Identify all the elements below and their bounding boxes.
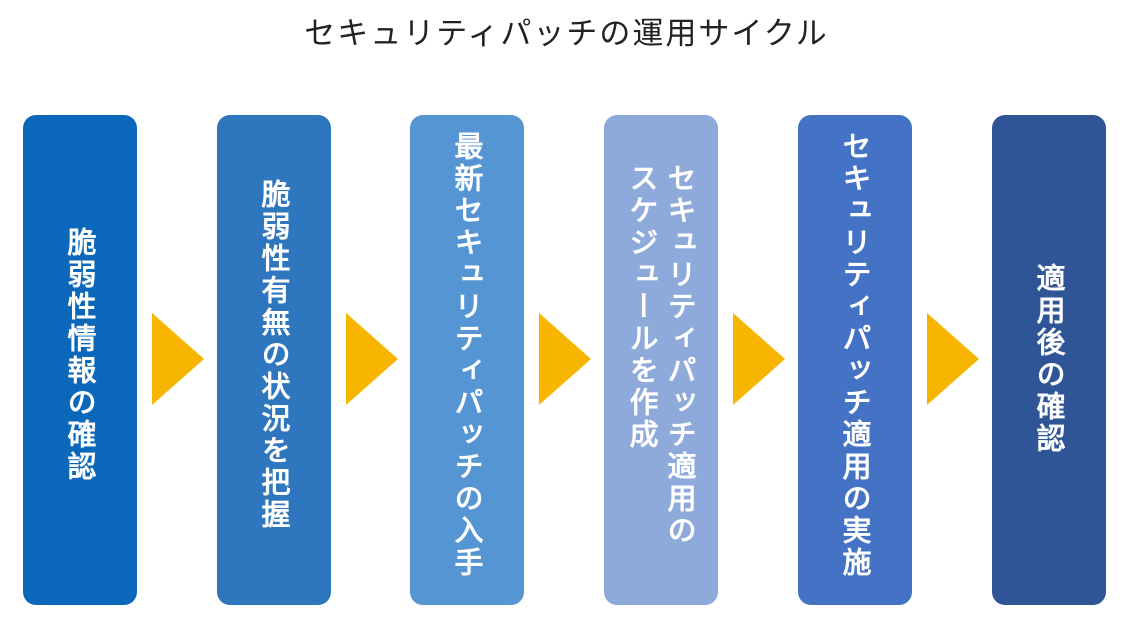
- step-vulnerability-info-check: 脆弱性情報の確認: [23, 115, 137, 605]
- step-create-patch-schedule: セキュリティパッチ適用の スケジュールを作成: [604, 115, 718, 605]
- step-obtain-latest-patch: 最新セキュリティパッチの入手: [410, 115, 524, 605]
- diagram-title: セキュリティパッチの運用サイクル: [304, 16, 829, 52]
- arrow-right-icon: [539, 313, 591, 405]
- arrow-right-icon: [733, 313, 785, 405]
- step-label: セキュリティパッチ適用の実施: [838, 131, 872, 579]
- step-label: 最新セキュリティパッチの入手: [450, 131, 484, 579]
- step-label: 脆弱性情報の確認: [63, 227, 97, 483]
- step-post-apply-check: 適用後の確認: [992, 115, 1106, 605]
- arrow-right-icon: [346, 313, 398, 405]
- arrow-right-icon: [927, 313, 979, 405]
- step-label: セキュリティパッチ適用の スケジュールを作成: [625, 163, 697, 547]
- step-label: 脆弱性有無の状況を把握: [257, 179, 291, 531]
- step-label: 適用後の確認: [1032, 263, 1066, 455]
- step-vulnerability-status: 脆弱性有無の状況を把握: [217, 115, 331, 605]
- arrow-right-icon: [152, 313, 204, 405]
- step-apply-patch: セキュリティパッチ適用の実施: [798, 115, 912, 605]
